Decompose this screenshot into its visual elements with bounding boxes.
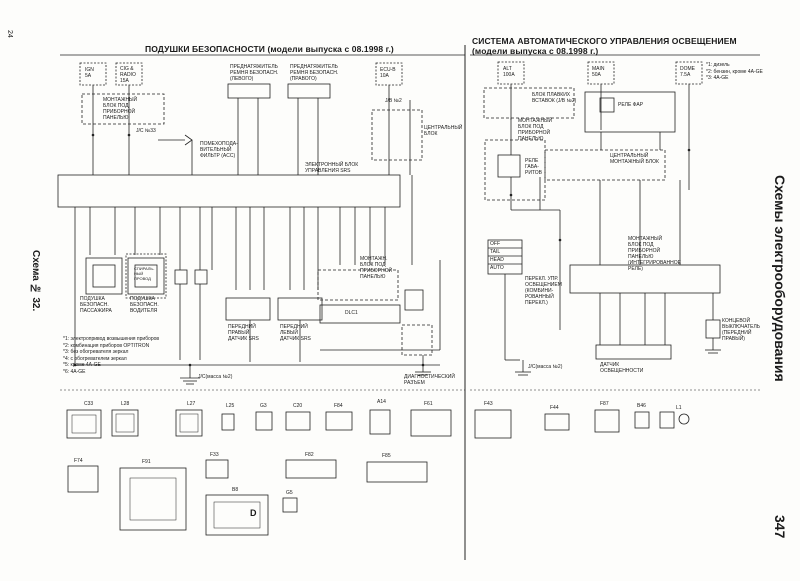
jb2-label: J/B №2: [385, 98, 402, 104]
conn-a14: A14: [377, 399, 386, 405]
mount-block-left: МОНТАЖНЫЙ БЛОК ПОД ПРИБОРНОЙ ПАНЕЛЬЮ: [103, 97, 138, 121]
scheme-label: Схема № 32.: [30, 250, 41, 312]
corner-number: 24: [6, 30, 13, 38]
fuse-alt: ALT 100A: [503, 66, 515, 78]
switch-pos-auto: AUTO: [490, 265, 504, 271]
switch-pos-head: HEAD: [490, 257, 504, 263]
section-title: Схемы электрооборудования: [772, 175, 788, 382]
jc-cowl-right-label: J/C(масса №2): [528, 364, 563, 370]
srs-ecu-label: ЭЛЕКТРОННЫЙ БЛОК УПРАВЛЕНИЯ SRS: [305, 162, 359, 174]
right-panel-title: СИСТЕМА АВТОМАТИЧЕСКОГО УПРАВЛЕНИЯ ОСВЕЩ…: [472, 36, 737, 46]
conn-l28: L28: [121, 401, 130, 407]
conn-f82: F82: [305, 452, 314, 458]
conn-f85: F85: [382, 453, 391, 459]
switch-pos-tail: TAIL: [490, 249, 501, 255]
diag-connector-label: ДИАГНОСТИЧЕСКИЙ РАЗЪЕМ: [404, 374, 455, 386]
passenger-airbag-label: ПОДУШКА БЕЗОПАСН. ПАССАЖИРА: [80, 296, 112, 314]
conn-l27: L27: [187, 401, 196, 407]
light-sensor-label: ДАТЧИК ОСВЕЩЕННОСТИ: [600, 362, 644, 374]
conn-c20: C20: [293, 403, 303, 409]
left-notes: *1: электропривод возвышения приборов *2…: [63, 336, 160, 375]
conn-f87: F87: [600, 401, 609, 407]
conn-d: D: [250, 508, 257, 518]
conn-c33: C33: [84, 401, 94, 407]
conn-l25: L25: [226, 403, 235, 409]
jc-label: J/C №33: [136, 128, 156, 134]
pretensioner-left: ПРЕДНАТЯЖИТЕЛЬ РЕМНЯ БЕЗОПАСН. (ЛЕВОГО): [230, 64, 279, 82]
conn-f61: F61: [424, 401, 433, 407]
spiral-cable-label: СПИРАЛЬ- НЫЙ ПРОВОД: [134, 266, 155, 281]
conn-f43: F43: [484, 401, 493, 407]
central-block-right: ЦЕНТРАЛЬНЫЙ МОНТАЖНЫЙ БЛОК: [610, 153, 659, 165]
fuse-ecu-b: ECU-B 10A: [380, 67, 396, 79]
mount-block2-label: МОНТАЖН. БЛОК ПОД ПРИБОРНОЙ ПАНЕЛЬЮ: [360, 256, 393, 280]
driver-airbag-label: ПОДУШКА БЕЗОПАСН. ВОДИТЕЛЯ: [130, 296, 159, 314]
integrated-relay-label: МОНТАЖНЫЙ БЛОК ПОД ПРИБОРНОЙ ПАНЕЛЬЮ (ИН…: [628, 236, 681, 272]
right-legend: *1: дизель *2: бензин, кроме 4A-GE *3: 4…: [706, 62, 763, 81]
central-block-left: ЦЕНТРАЛЬНЫЙ БЛОК: [424, 125, 463, 137]
conn-b46: B46: [637, 403, 646, 409]
jc-cowl-left-label: J/C(масса №2): [198, 374, 233, 380]
right-panel-subtitle: (модели выпуска с 08.1998 г.): [472, 46, 599, 56]
fuse-ign: IGN 5A: [85, 67, 94, 79]
conn-g3: G3: [260, 403, 267, 409]
noise-filter-label: ПОМЕХОПОДА- ВИТЕЛЬНЫЙ ФИЛЬТР (ACC): [200, 141, 238, 159]
fuse-main: MAIN 50A: [592, 66, 605, 78]
door-switch-label: КОНЦЕВОЙ ВЫКЛЮЧАТЕЛЬ (ПЕРЕДНИЙ ПРАВЫЙ): [722, 318, 761, 342]
page-number: 347: [772, 515, 788, 539]
conn-b8: B8: [232, 487, 239, 493]
conn-f91: F91: [142, 459, 151, 465]
fuse-cig-radio: CIG & RADIO 15A: [120, 66, 136, 84]
conn-f84: F84: [334, 403, 343, 409]
front-left-sensor-label: ПЕРЕДНИЙ ЛЕВЫЙ ДАТЧИК SRS: [280, 324, 311, 342]
mount-block-right: МОНТАЖНЫЙ БЛОК ПОД ПРИБОРНОЙ ПАНЕЛЬЮ: [518, 118, 553, 142]
relay-head-label: РЕЛЕ ФАР: [618, 102, 644, 108]
fuse-block-label: БЛОК ПЛАВКИХ ВСТАВОК (J/B №2): [532, 92, 577, 104]
pretensioner-right: ПРЕДНАТЯЖИТЕЛЬ РЕМНЯ БЕЗОПАСН. (ПРАВОГО): [290, 64, 339, 82]
relay-tail-label: РЕЛЕ ГАБА- РИТОВ: [525, 158, 542, 176]
front-right-sensor-label: ПЕРЕДНИЙ ПРАВЫЙ ДАТЧИК SRS: [228, 324, 259, 342]
left-panel-title: ПОДУШКИ БЕЗОПАСНОСТИ (модели выпуска с 0…: [145, 44, 394, 54]
conn-f33: F33: [210, 452, 219, 458]
fuse-dome: DOME 7.5A: [680, 66, 695, 78]
conn-f44: F44: [550, 405, 559, 411]
conn-f74: F74: [74, 458, 83, 464]
switch-pos-off: OFF: [490, 241, 500, 247]
conn-l1: L1: [676, 405, 682, 411]
conn-g5: G5: [286, 490, 293, 496]
light-switch-label: ПЕРЕКЛ. УПР. ОСВЕЩЕНИЕМ (КОМБИНИ- РОВАНН…: [525, 276, 562, 306]
dlc-label: DLC1: [345, 310, 358, 316]
